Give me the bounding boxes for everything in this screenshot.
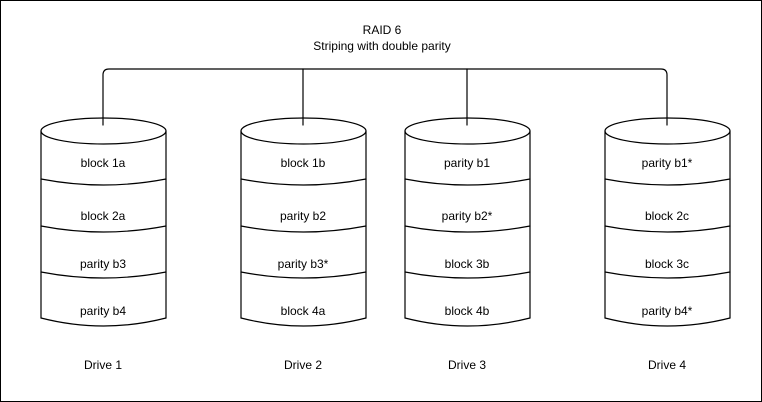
drive-1-cell-0: block 1a — [80, 156, 126, 170]
drive-3-cell-1: parity b2* — [441, 209, 493, 223]
drive-cylinder-4 — [604, 117, 731, 327]
drive-label-1: Drive 1 — [83, 358, 122, 372]
drive-2-cell-1: parity b2 — [279, 209, 327, 223]
drive-2-cell-0: block 1b — [280, 156, 326, 170]
drive-cylinder-2 — [240, 117, 367, 327]
drive-3-cell-0: parity b1 — [443, 156, 491, 170]
drive-label-2: Drive 2 — [283, 358, 322, 372]
drive-label-3: Drive 3 — [447, 358, 486, 372]
drive-1-cell-3: parity b4 — [79, 304, 127, 318]
drive-cylinder-3 — [404, 117, 531, 327]
diagram-title: RAID 6 Striping with double parity — [1, 22, 761, 54]
drive-1-cell-2: parity b3 — [79, 257, 127, 271]
title-line-primary: RAID 6 — [362, 23, 402, 37]
drive-2-cell-2: parity b3* — [277, 257, 329, 271]
drive-4-cell-0: parity b1* — [641, 156, 693, 170]
drive-3-cell-3: block 4b — [444, 304, 490, 318]
title-line-secondary: Striping with double parity — [313, 39, 451, 53]
drive-cylinder-1 — [40, 117, 167, 327]
drive-4-cell-1: block 2c — [644, 209, 690, 223]
connector-bus — [102, 68, 668, 126]
drive-4-cell-2: block 3c — [644, 257, 690, 271]
drive-2-cell-3: block 4a — [280, 304, 326, 318]
drive-3-cell-2: block 3b — [444, 257, 490, 271]
drive-label-4: Drive 4 — [647, 358, 686, 372]
drive-1-cell-1: block 2a — [80, 209, 126, 223]
drive-4-cell-3: parity b4* — [641, 304, 693, 318]
